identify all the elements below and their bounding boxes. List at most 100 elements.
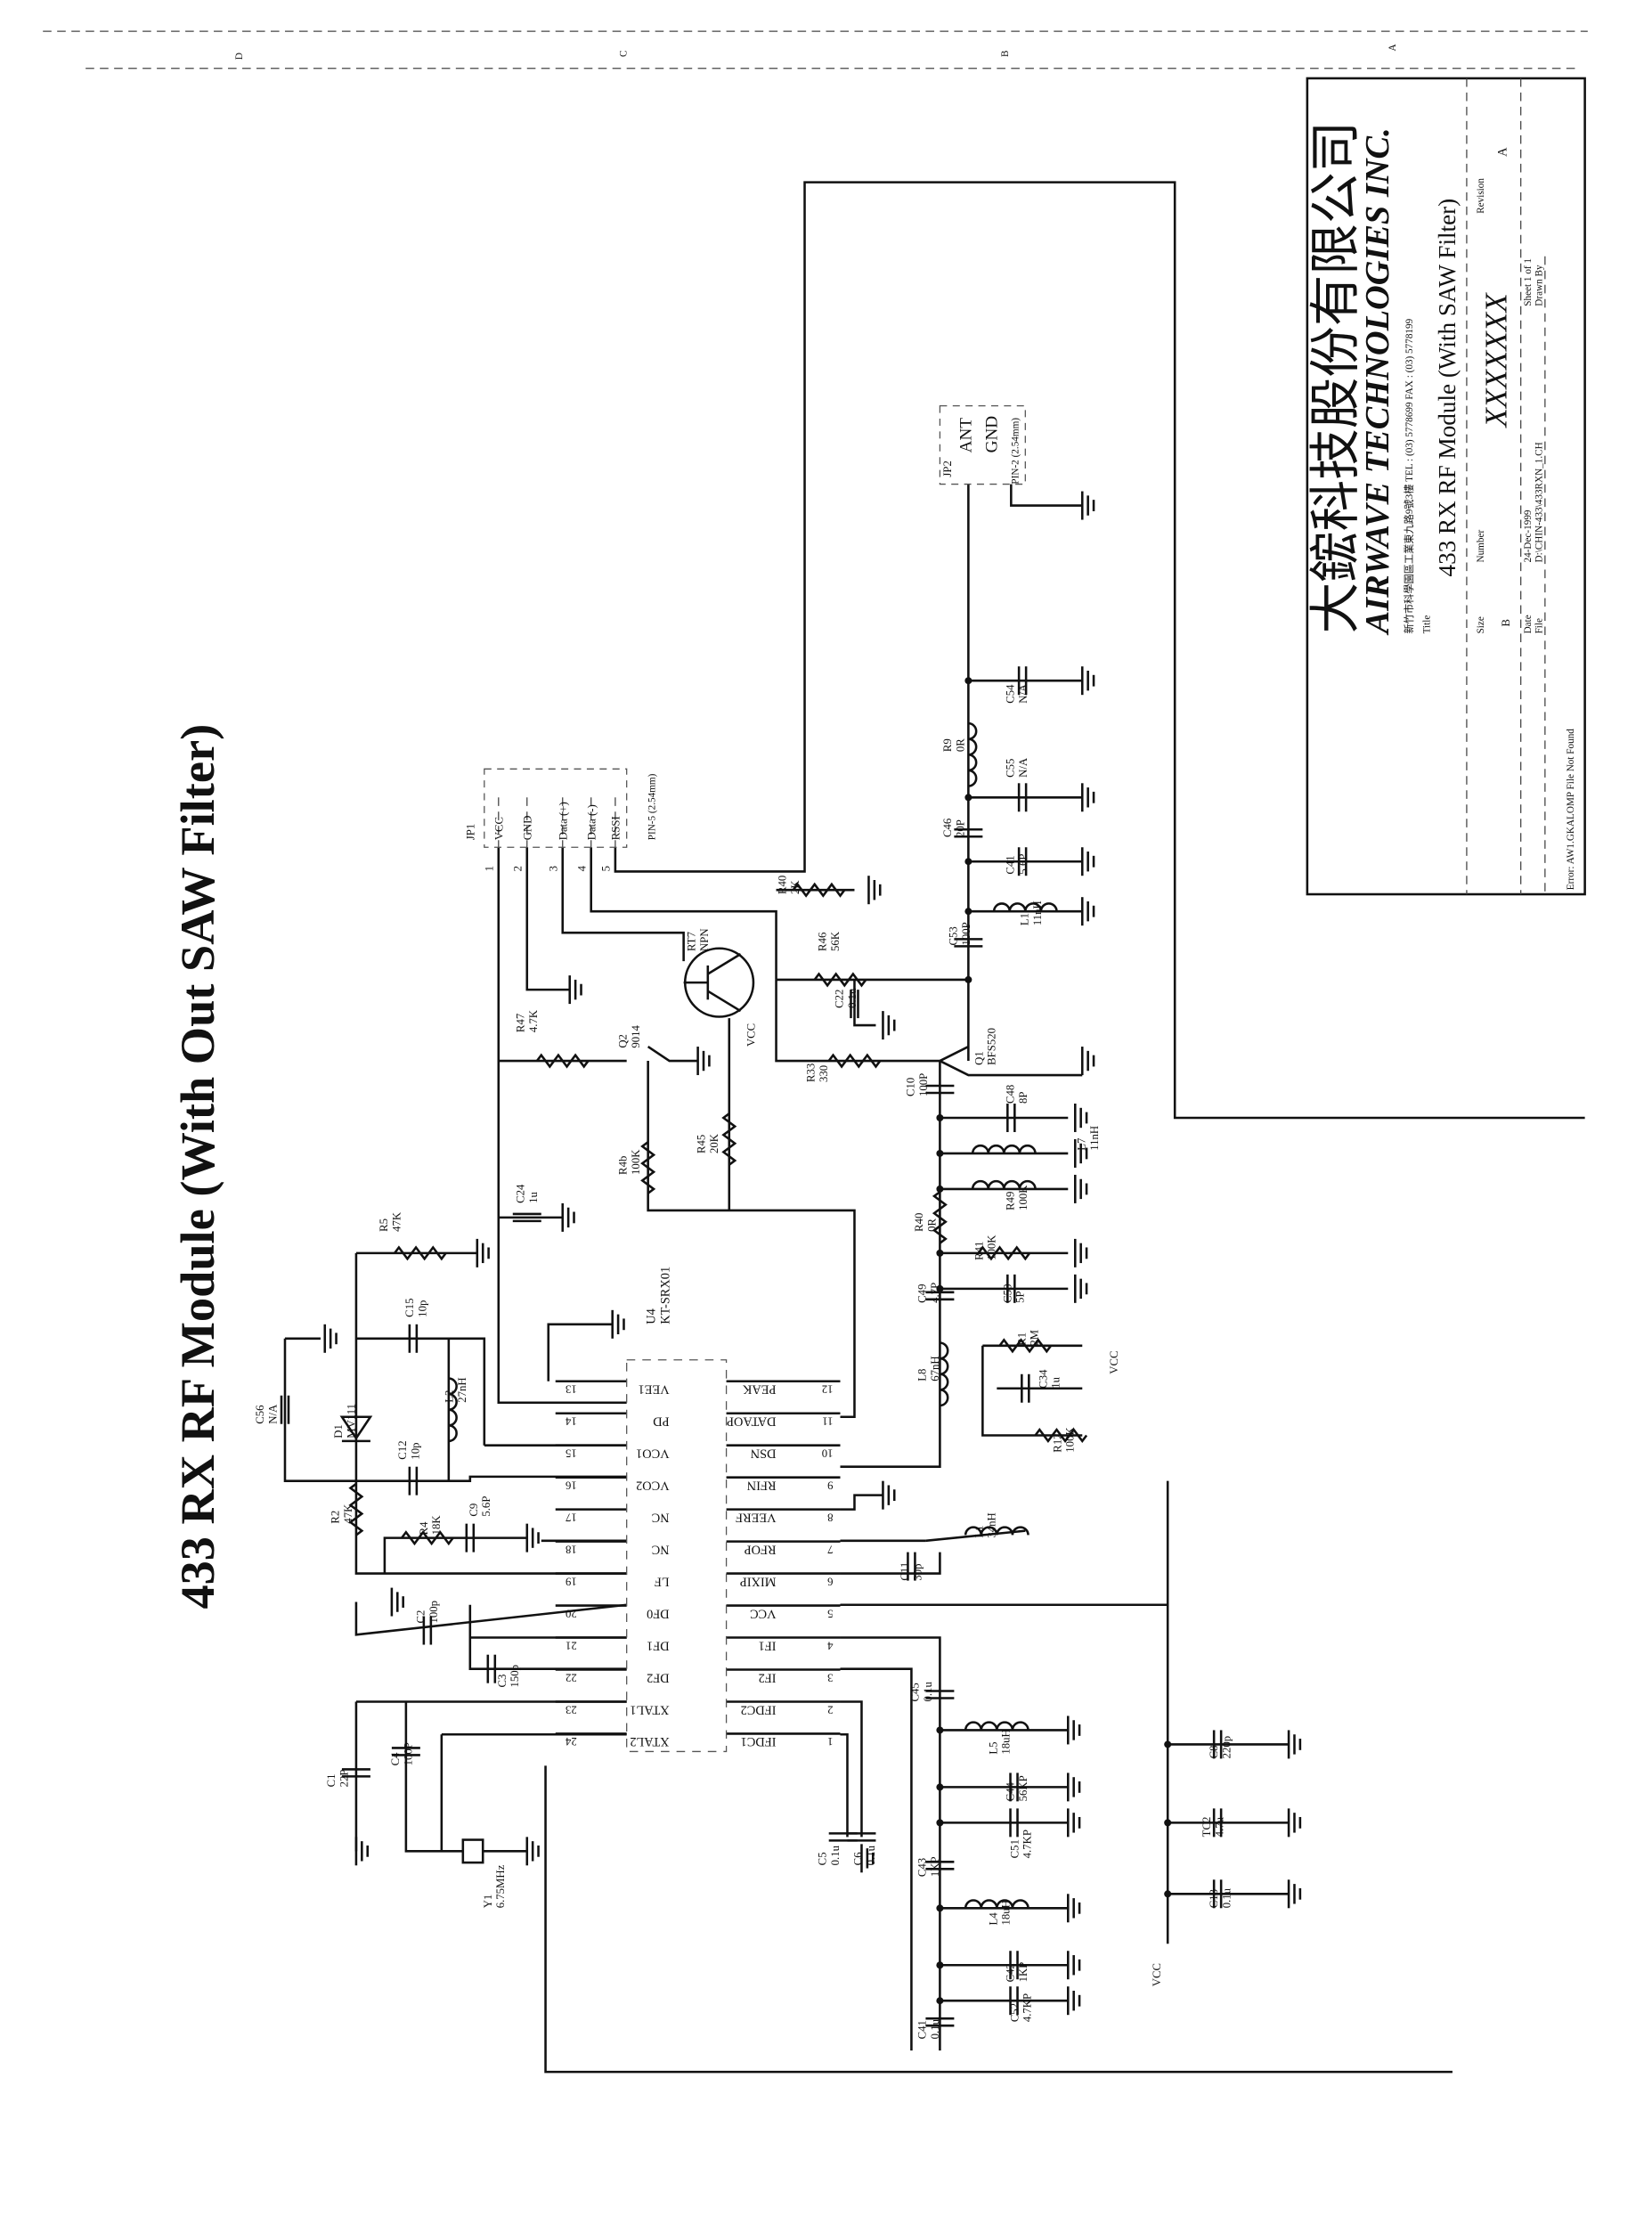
component-value-label: 100K (1017, 1185, 1029, 1210)
title-block: 大鋐科技股份有限公司 AIRWAVE TECHNOLOGIES INC. 新竹市… (1306, 77, 1586, 896)
wire (383, 1536, 527, 1574)
ground-icon (882, 1011, 896, 1040)
capacitor-icon (422, 1616, 433, 1645)
ic-pin-label: NC (652, 1542, 670, 1556)
component-value-label: 20P (955, 819, 967, 837)
component-value-label: 20K (708, 1133, 720, 1153)
ic-pin-number: 20 (566, 1607, 577, 1619)
ic-pin-number: 18 (566, 1543, 577, 1555)
component-ref-label: C15 (403, 1299, 416, 1317)
jp2-pin-label: ANT (957, 418, 976, 453)
wire (707, 990, 742, 1013)
resistor-icon (998, 1338, 1053, 1354)
ic-pin-number: 23 (566, 1703, 577, 1715)
component-ref-label: C43 (916, 1858, 928, 1877)
capacitor-icon (1017, 847, 1028, 876)
capacitor-icon (280, 1395, 290, 1424)
inductor-icon (448, 1377, 458, 1443)
junction-dot (964, 677, 972, 685)
ic-pin-number: 7 (826, 1543, 833, 1555)
junction-dot (964, 975, 972, 983)
component-ref-label: C42 (1005, 1963, 1017, 1982)
component-value-label: 2K (789, 880, 802, 894)
component-ref-label: C51 (1008, 1839, 1021, 1858)
junction-dot (1164, 1890, 1172, 1898)
component-value-label: 1u (527, 1192, 540, 1203)
junction-dot (936, 1284, 944, 1292)
ground-icon (1287, 1808, 1302, 1838)
component-value-label: 5P (1014, 1291, 1027, 1302)
component-ref-label: R4b (617, 1156, 630, 1175)
component-ref-label: L1 (1019, 913, 1031, 925)
ic-pin-number: 16 (566, 1479, 577, 1491)
component-ref-label: TC2 (1200, 1817, 1213, 1838)
component-value-label: N/A (1017, 757, 1029, 778)
ground-icon (354, 1837, 369, 1866)
wire (939, 1045, 969, 1063)
ic-pin-number: 13 (566, 1383, 577, 1396)
jp2-ref-label: JP2 (941, 460, 954, 477)
ground-icon (1067, 1808, 1081, 1838)
ic-pin-label: DF0 (647, 1606, 670, 1620)
component-value-label: 10p (409, 1443, 421, 1460)
capacitor-icon (907, 1552, 916, 1581)
wire (525, 847, 570, 991)
capacitor-icon (1009, 1808, 1019, 1838)
capacitor-icon (925, 2017, 955, 2027)
component-ref-label: C1 (325, 1773, 338, 1787)
date-label: Date (1523, 615, 1534, 633)
varactor-diode-icon (339, 1415, 373, 1443)
wire (1010, 484, 1083, 507)
component-value-label: 150p (509, 1665, 521, 1688)
ic-pin-label: RFOP (745, 1542, 777, 1556)
wire (647, 1045, 698, 1063)
jp1-pin-label: RSSI (610, 816, 623, 840)
ic-pin-number: 9 (827, 1479, 833, 1491)
ground-icon (1067, 1715, 1081, 1745)
wire (775, 979, 940, 1063)
component-ref-label: R9 (941, 738, 954, 752)
capacitor-icon (1017, 666, 1028, 696)
ic-pin-number: 15 (566, 1447, 577, 1459)
ic-pin-number: 14 (565, 1415, 576, 1428)
wire (354, 1252, 627, 1575)
component-value-label: 18K (430, 1515, 443, 1536)
ic-pin-label: LF (655, 1574, 670, 1588)
component-value-label: 1KP (1017, 1962, 1029, 1983)
component-value-label: 4.7u (1214, 1816, 1226, 1837)
component-value-label: 56KP (1017, 1775, 1029, 1801)
jp1-pin-label: VCC (493, 817, 506, 840)
resistor-icon (813, 972, 867, 988)
component-value-label: 8P (1017, 1092, 1029, 1104)
ic-part-label: KT-SRX01 (659, 1267, 673, 1324)
component-ref-label: R40 (777, 876, 789, 894)
capacitor-icon (954, 938, 983, 948)
ground-icon (1073, 1174, 1088, 1203)
ic-pin-label: DF1 (647, 1638, 670, 1652)
junction-dot (964, 858, 972, 866)
capacitor-icon (512, 1212, 541, 1223)
ic-pin-label: IF2 (759, 1670, 777, 1684)
component-ref-label: C5 (817, 1852, 829, 1865)
component-value-label: 0.1u (865, 1845, 877, 1865)
component-value-label: 30p (912, 1563, 924, 1580)
resistor-icon (394, 1245, 447, 1261)
ic-pin-number: 10 (822, 1447, 834, 1459)
component-ref-label: C49 (916, 1284, 928, 1303)
capacitor-icon (925, 1291, 955, 1301)
border-marker: C (619, 50, 630, 56)
component-value-label: BFS520 (986, 1028, 998, 1065)
junction-dot (964, 908, 972, 916)
transistor-rt7-icon (683, 947, 755, 1018)
component-ref-label: L5 (987, 1741, 999, 1754)
component-ref-label: R41 (972, 1242, 985, 1260)
component-value-label: 9014 (630, 1025, 642, 1048)
wire (840, 1700, 863, 1838)
ground-icon (1067, 1951, 1081, 1980)
capacitor-icon (1212, 1808, 1223, 1838)
component-ref-label: R47 (515, 1013, 527, 1032)
ground-icon (1287, 1879, 1302, 1909)
junction-dot (1164, 1740, 1172, 1748)
